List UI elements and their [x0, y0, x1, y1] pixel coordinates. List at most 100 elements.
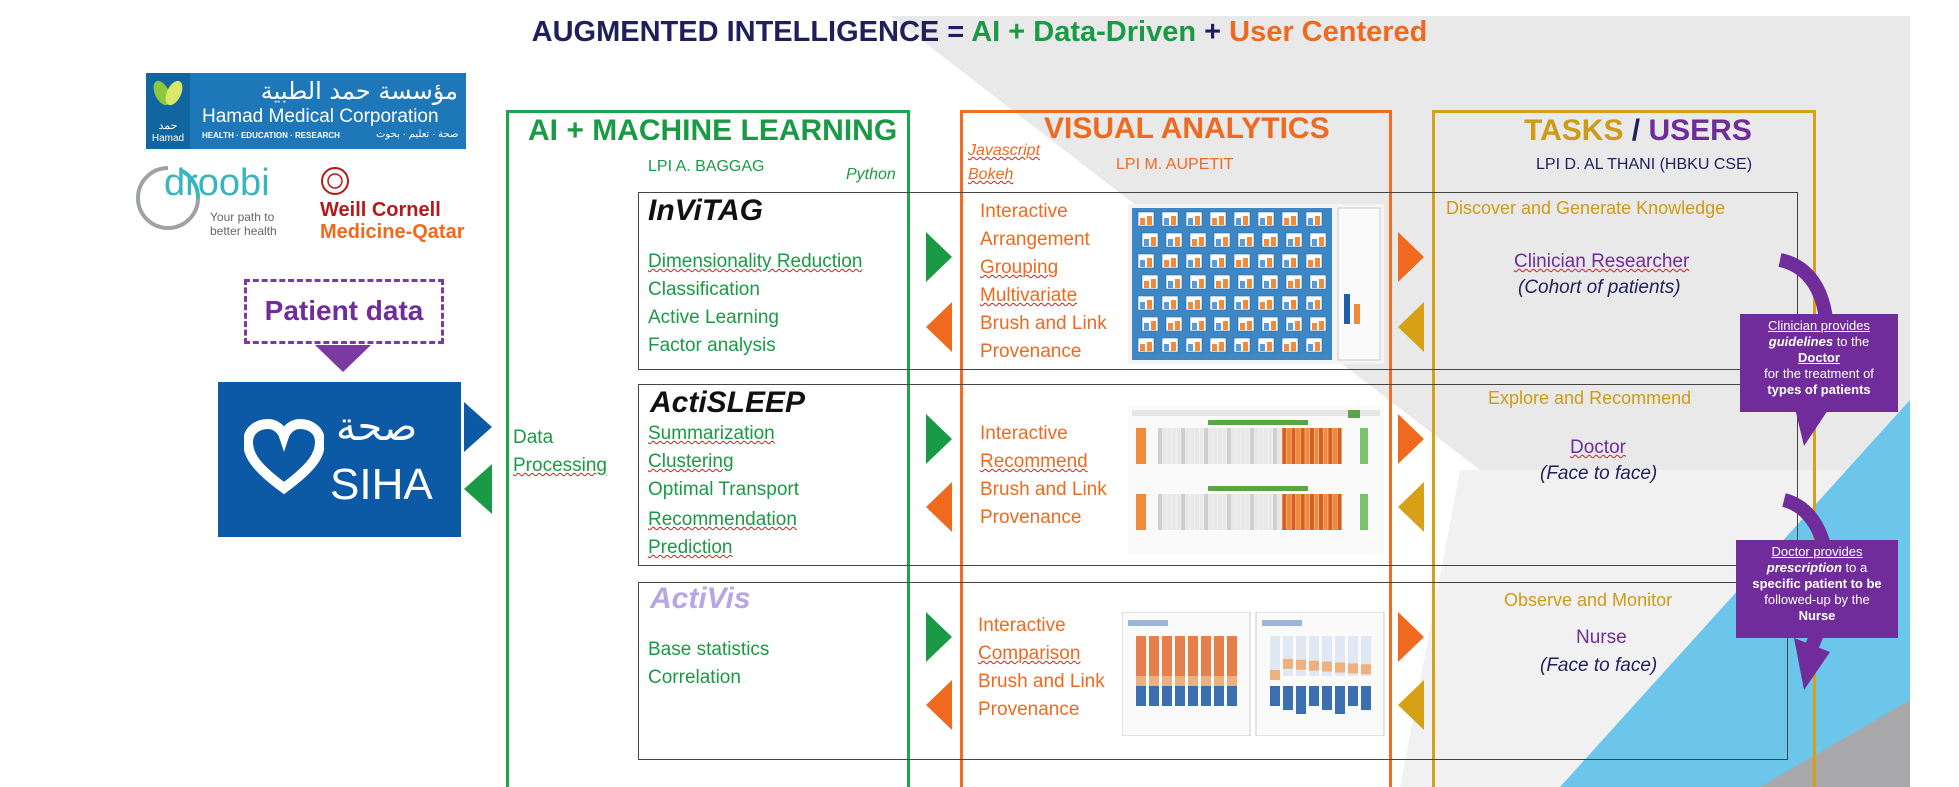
droobi-tagline-1: Your path to	[210, 210, 275, 224]
right-arrow-icon	[464, 402, 492, 452]
right-arrow-icon	[1398, 414, 1424, 464]
ml-item: Factor analysis	[648, 335, 776, 356]
seal-icon	[321, 167, 349, 195]
va-language-2: Bokeh	[968, 166, 1014, 183]
activis-screenshot	[1122, 612, 1385, 736]
ml-column	[506, 110, 910, 787]
siha-logo: صحة SIHA	[218, 382, 461, 537]
user-note: (Cohort of patients)	[1518, 277, 1681, 298]
va-header: VISUAL ANALYTICS	[1044, 112, 1330, 145]
users-label: USERS	[1648, 114, 1752, 147]
algo-name-invitag: InViTAG	[648, 194, 763, 227]
left-arrow-icon	[464, 464, 492, 514]
right-arrow-icon	[926, 414, 952, 464]
page-title: AUGMENTED INTELLIGENCE = AI + Data-Drive…	[0, 16, 1959, 49]
droobi-tagline-2: better health	[210, 224, 277, 238]
data-processing-line2: Processing	[513, 455, 607, 476]
va-item: Brush and Link	[978, 671, 1105, 692]
va-item: Interactive	[980, 423, 1068, 444]
siha-heart-icon	[244, 418, 324, 495]
left-arrow-icon	[1398, 302, 1424, 352]
ml-item: Prediction	[648, 537, 733, 558]
va-column	[960, 110, 1392, 787]
callout-line: to a	[1841, 560, 1868, 575]
right-arrow-icon	[926, 612, 952, 662]
row-actisleep	[638, 384, 1798, 566]
tasks-lpi: LPI D. AL THANI (HBKU CSE)	[1536, 156, 1753, 173]
callout-emphasis: guidelines	[1768, 334, 1834, 349]
siha-wordmark: SIHA	[330, 460, 433, 509]
tasks-label: TASKS	[1524, 114, 1624, 147]
invitag-screenshot	[1128, 204, 1384, 364]
title-equals: =	[939, 16, 972, 48]
ml-item: Active Learning	[648, 307, 779, 328]
va-item: Provenance	[980, 507, 1082, 528]
callout-line: Nurse	[1798, 608, 1836, 623]
hmc-short: Hamad	[151, 133, 185, 144]
ml-item: Clustering	[648, 451, 734, 472]
hmc-short-arabic: حمد	[158, 120, 178, 132]
actisleep-screenshot	[1128, 406, 1384, 554]
va-item: Multivariate	[980, 285, 1078, 306]
task-label: Observe and Monitor	[1504, 590, 1673, 610]
left-arrow-icon	[926, 302, 952, 352]
tasks-header: TASKS / USERS	[1524, 114, 1752, 148]
ml-language: Python	[846, 166, 896, 183]
left-arrow-icon	[1398, 482, 1424, 532]
right-arrow-icon	[1398, 232, 1424, 282]
task-label: Explore and Recommend	[1488, 388, 1692, 408]
callout-line: Clinician provides	[1768, 318, 1870, 333]
va-item: Brush and Link	[980, 479, 1107, 500]
data-processing-line1: Data	[513, 427, 554, 448]
va-item: Interactive	[978, 615, 1066, 636]
row-activis	[638, 582, 1788, 760]
callout-line: for the treatment of	[1764, 366, 1874, 381]
ml-lpi: LPI A. BAGGAG	[648, 158, 765, 175]
algo-name-actisleep: ActiSLEEP	[650, 386, 806, 419]
left-arrow-icon	[926, 680, 952, 730]
row-invitag	[638, 192, 1798, 370]
title-user: User Centered	[1229, 16, 1428, 48]
tasks-column	[1432, 110, 1816, 787]
ml-header: AI + MACHINE LEARNING	[528, 114, 898, 147]
va-item: Interactive	[980, 201, 1068, 222]
va-item: Provenance	[980, 341, 1082, 362]
weill-line-2: Medicine-Qatar	[320, 221, 465, 243]
ml-item: Base statistics	[648, 639, 770, 660]
title-plus: +	[1196, 16, 1230, 48]
right-arrow-icon	[926, 232, 952, 282]
user-label: Doctor	[1570, 437, 1626, 458]
va-language-1: Javascript	[968, 142, 1041, 159]
ml-item: Recommendation	[648, 509, 797, 530]
va-item: Recommend	[980, 451, 1088, 472]
siha-arabic: صحة	[336, 404, 418, 450]
ml-item: Optimal Transport	[648, 479, 799, 500]
callout-doctor: Doctor provides prescription to a specif…	[1736, 540, 1898, 638]
callout-line: to the	[1833, 334, 1870, 349]
va-item: Comparison	[978, 643, 1081, 664]
callout-line: followed-up by the	[1764, 592, 1870, 607]
droobi-ring-icon	[136, 166, 201, 230]
left-arrow-icon	[926, 482, 952, 532]
right-arrow-icon	[1398, 612, 1424, 662]
hmc-arabic-name: مؤسسة حمد الطبية	[260, 77, 458, 105]
hmc-name: Hamad Medical Corporation	[202, 106, 439, 127]
callout-line: specific patient to be	[1752, 576, 1882, 591]
user-label: Clinician Researcher	[1514, 251, 1690, 272]
callout-clinician: Clinician provides guidelines to the Doc…	[1740, 314, 1898, 412]
leaf-icon	[153, 80, 183, 106]
hmc-tagline-arabic: صحة · تعليم · بحوث	[376, 129, 459, 140]
callout-line: Doctor	[1798, 350, 1840, 365]
va-lpi: LPI M. AUPETIT	[1116, 156, 1234, 173]
algo-name-activis: ActiVis	[650, 582, 751, 615]
title-augmented: AUGMENTED INTELLIGENCE	[531, 16, 940, 48]
callout-emphasis: prescription	[1766, 560, 1842, 575]
down-arrow-icon	[315, 345, 371, 372]
ml-item: Dimensionality Reduction	[648, 251, 863, 272]
user-note: (Face to face)	[1540, 463, 1658, 484]
task-label: Discover and Generate Knowledge	[1446, 198, 1726, 218]
callout-line: types of patients	[1767, 382, 1871, 397]
ml-item: Classification	[648, 279, 760, 300]
title-ai: AI + Data-Driven	[971, 16, 1197, 48]
ml-item: Correlation	[648, 667, 741, 688]
